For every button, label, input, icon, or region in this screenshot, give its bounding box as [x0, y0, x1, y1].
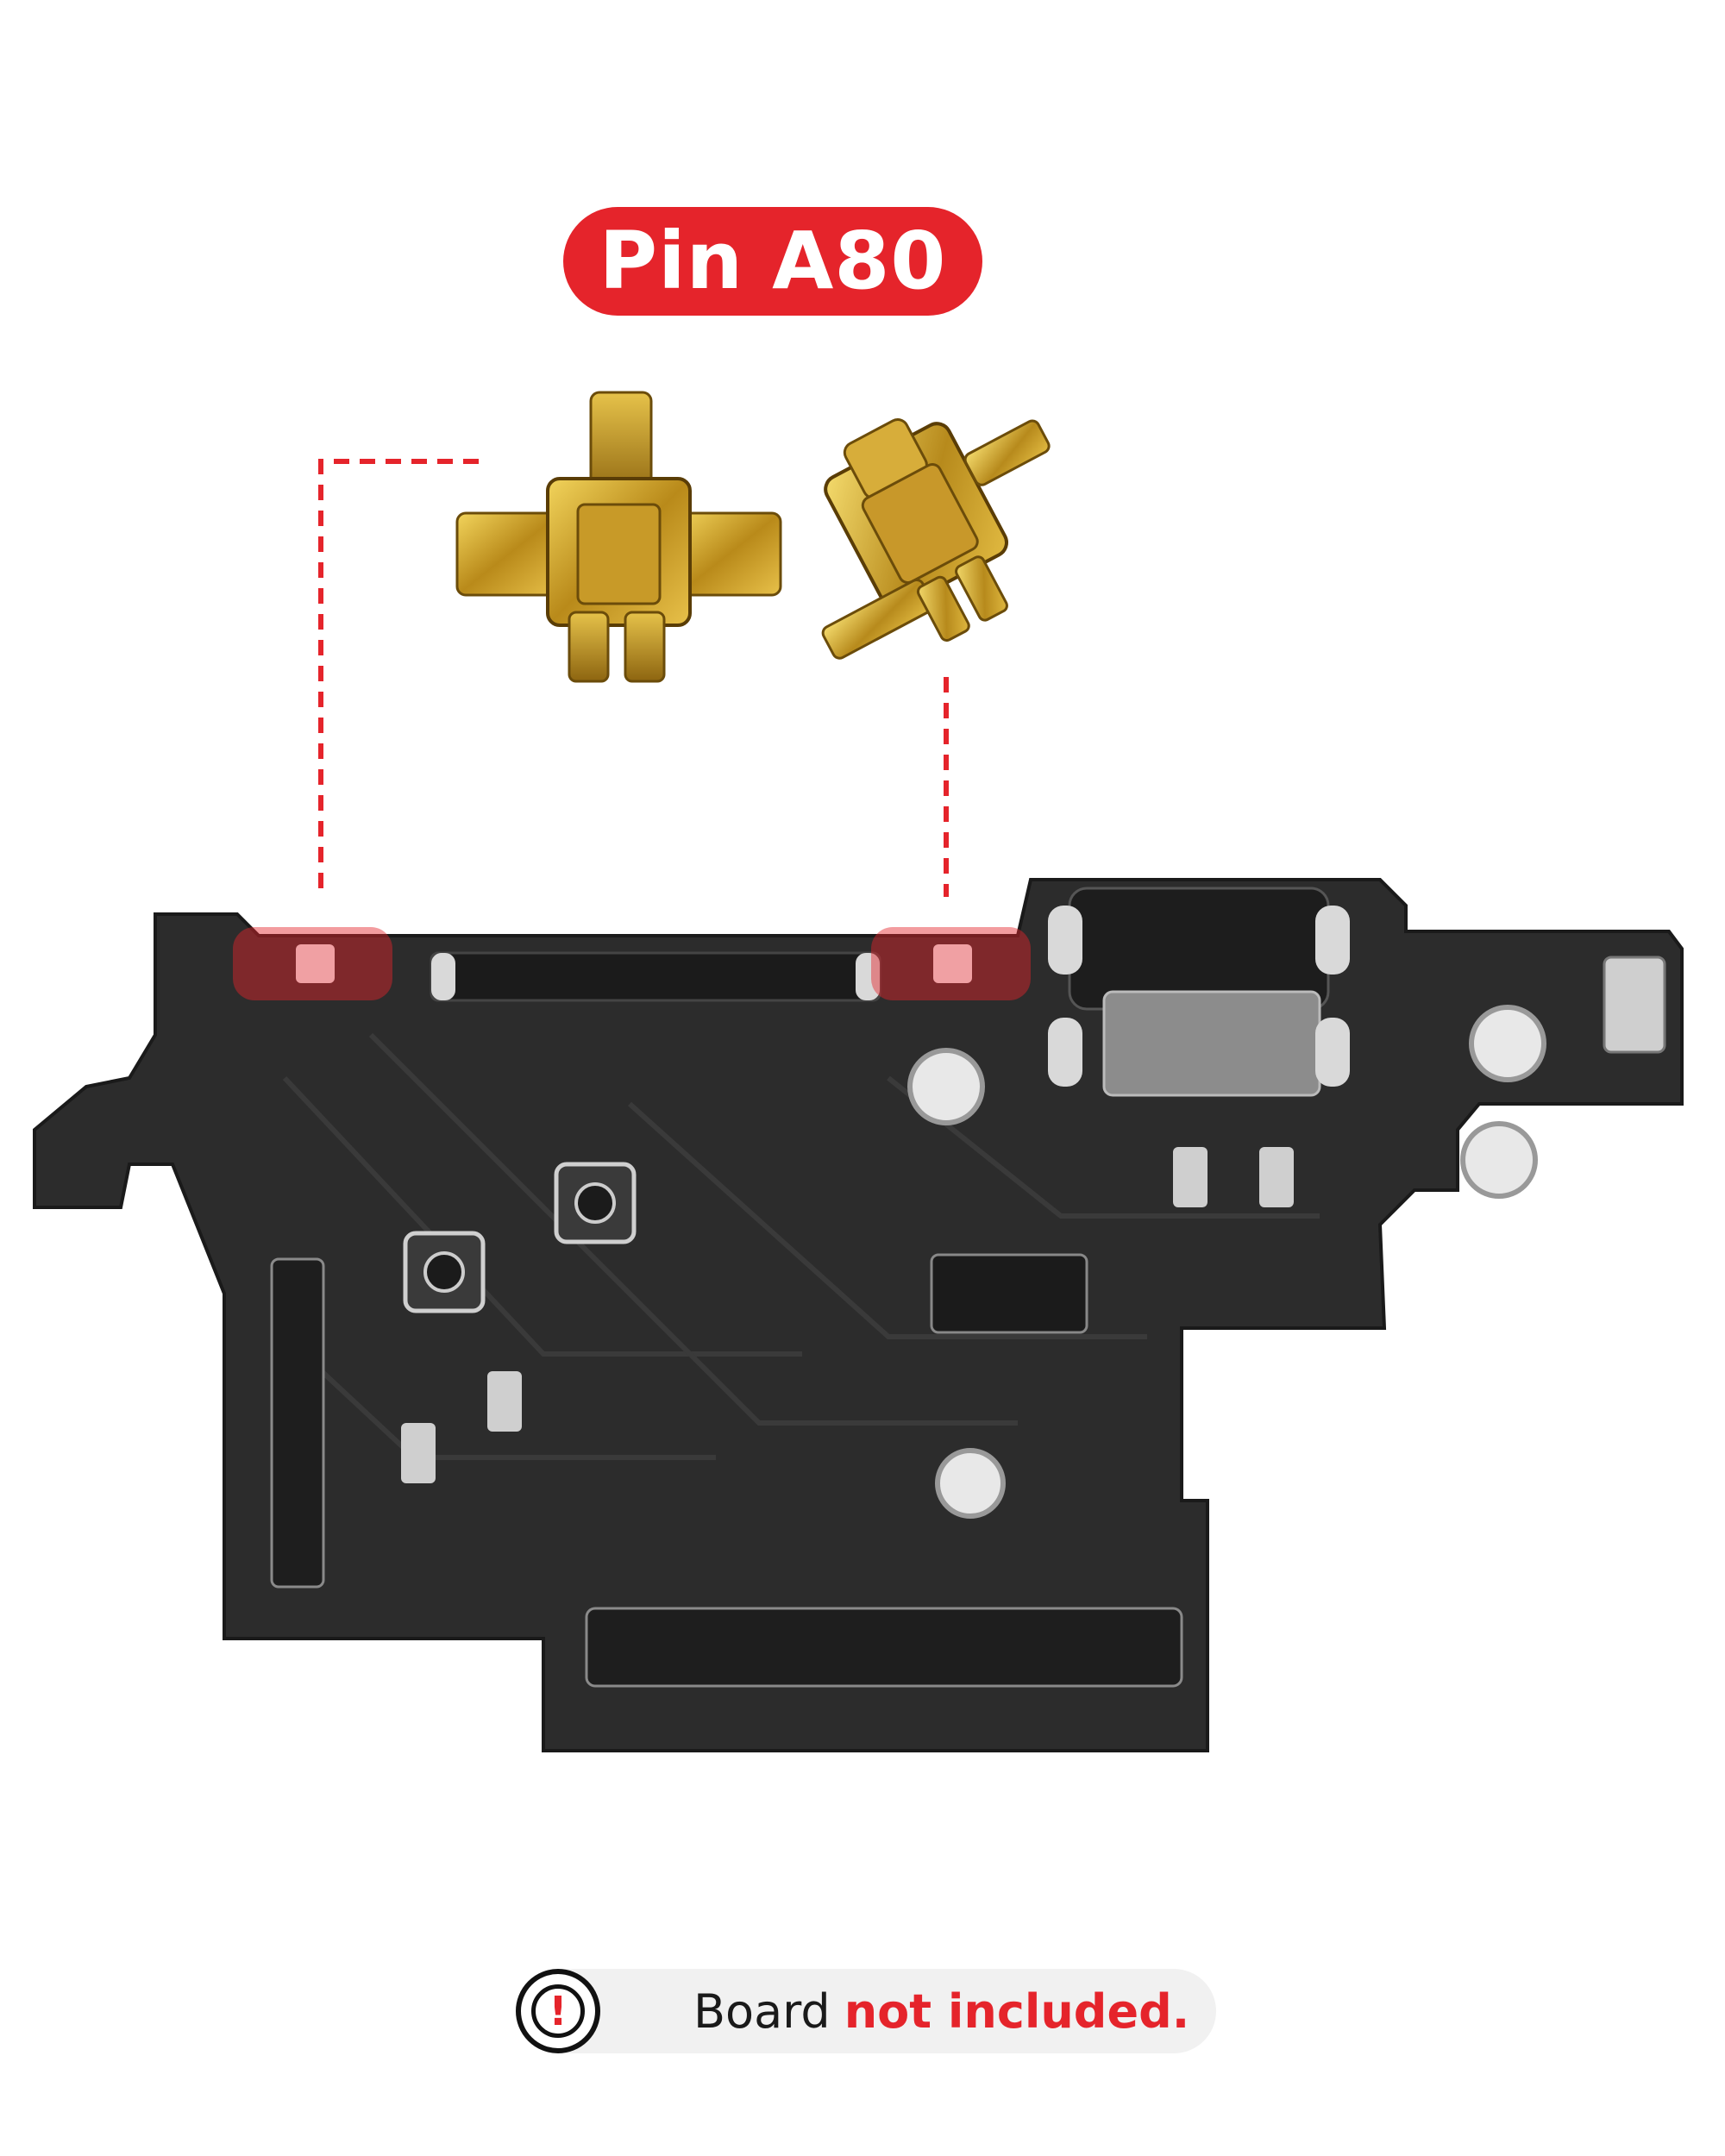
notice-prefix: Board [693, 1984, 831, 2039]
notice-emphasis: not included. [844, 1984, 1190, 2039]
board-image [33, 878, 1684, 1752]
pin-angled-image [821, 418, 1051, 660]
title-text: Pin A80 [599, 215, 947, 307]
exclamation-icon: ! [516, 1969, 600, 2053]
board-not-included-notice: ! Board not included. [516, 1969, 1216, 2053]
board-outline [33, 878, 1684, 1752]
title-badge: Pin A80 [563, 207, 982, 316]
pin-front-image [455, 391, 782, 683]
